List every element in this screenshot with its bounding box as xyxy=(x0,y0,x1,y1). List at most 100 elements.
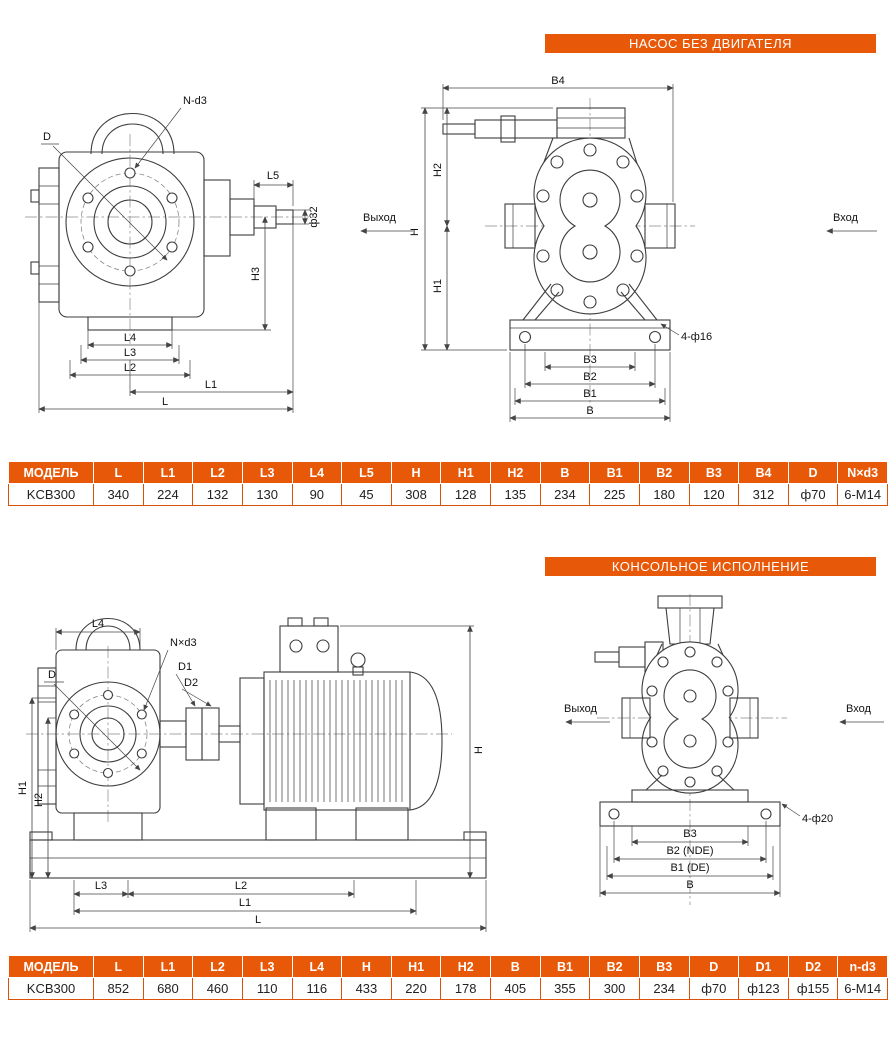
column-header: B xyxy=(539,461,591,484)
dim-label-l1: L1 xyxy=(205,379,217,391)
table-cell: 234 xyxy=(638,977,690,1000)
dim-label-d: D xyxy=(48,669,56,681)
inlet-label: Вход xyxy=(833,212,858,224)
column-header: H xyxy=(341,955,392,978)
table-cell: 120 xyxy=(688,483,740,506)
dim-label-l4: L4 xyxy=(124,332,136,344)
outlet-label: Выход xyxy=(363,212,396,224)
column-header: H xyxy=(390,461,442,484)
dim-label-h1: H1 xyxy=(18,781,29,795)
dim-label-h2: H2 xyxy=(33,793,45,807)
table-cell: 110 xyxy=(241,977,293,1000)
table-cell: 234 xyxy=(539,483,591,506)
column-header: B1 xyxy=(589,461,640,484)
column-header: L4 xyxy=(291,461,343,484)
column-header: N×d3 xyxy=(837,461,888,484)
dimensions: N-d3 D L5 ф32 H3 L4 L3 xyxy=(38,95,320,413)
table-cell: 405 xyxy=(490,977,541,1000)
column-header: L4 xyxy=(291,955,343,978)
section1-banner: НАСОС БЕЗ ДВИГАТЕЛЯ xyxy=(545,34,876,53)
table-cell: ф70 xyxy=(787,483,839,506)
column-header: L1 xyxy=(142,461,194,484)
table-cell: 433 xyxy=(341,977,392,1000)
column-header: L3 xyxy=(241,955,293,978)
pump-body xyxy=(442,107,676,351)
dim-label-l3: L3 xyxy=(95,880,107,892)
dim-label-b2: B2 xyxy=(583,371,596,383)
table-cell: 300 xyxy=(589,977,640,1000)
dim-label-l3: L3 xyxy=(124,347,136,359)
table-cell: 45 xyxy=(341,483,392,506)
dim-label-b1: B1 (DE) xyxy=(670,862,709,874)
dim-label-b: B xyxy=(586,405,593,417)
table-cell: 220 xyxy=(390,977,442,1000)
column-header: L5 xyxy=(341,461,392,484)
motor-unit xyxy=(239,617,443,841)
table-cell: 135 xyxy=(490,483,541,506)
column-header: B4 xyxy=(738,461,789,484)
column-header: L xyxy=(93,461,144,484)
column-header: L2 xyxy=(192,461,243,484)
column-header: D2 xyxy=(787,955,839,978)
column-header: L3 xyxy=(241,461,293,484)
dim-label-phi32: ф32 xyxy=(308,206,320,227)
dim-label-h1: H1 xyxy=(432,279,444,293)
column-header: D xyxy=(688,955,740,978)
table-cell: 225 xyxy=(589,483,640,506)
column-header: n-d3 xyxy=(837,955,888,978)
console-pump-front-view-drawing: Выход Вход 4-ф20 B3 B2 (NDE) B1 (DE) B xyxy=(564,594,884,905)
pump-motor-assembly-drawing: L4 N×d3 D1 D2 D H1 H2 H L3 L2 xyxy=(18,617,487,932)
table-cell: 90 xyxy=(291,483,343,506)
dimensions: Выход Вход 4-ф20 B3 B2 (NDE) B1 (DE) B xyxy=(564,703,884,897)
dim-label-b3: B3 xyxy=(683,828,696,840)
dim-label-l1: L1 xyxy=(239,897,251,909)
dim-label-l5: L5 xyxy=(267,170,279,182)
column-header: МОДЕЛЬ xyxy=(8,461,94,484)
section2-banner: КОНСОЛЬНОЕ ИСПОЛНЕНИЕ xyxy=(545,557,876,576)
column-header: H1 xyxy=(440,461,491,484)
table-cell: 460 xyxy=(192,977,243,1000)
table-cell: ф123 xyxy=(738,977,789,1000)
dim-label-l: L xyxy=(162,396,168,408)
dim-label-b3: B3 xyxy=(583,354,596,366)
column-header: H2 xyxy=(490,461,541,484)
dim-label-l2: L2 xyxy=(235,880,247,892)
dim-label-n-d3: N×d3 xyxy=(170,637,197,649)
column-header: L xyxy=(93,955,144,978)
dim-label-holes: 4-ф16 xyxy=(681,331,712,343)
pump-side-view-drawing: N-d3 D L5 ф32 H3 L4 L3 xyxy=(25,95,320,413)
table-cell: ф155 xyxy=(787,977,839,1000)
dim-label-h3: H3 xyxy=(250,267,262,281)
dim-label-d1: D1 xyxy=(178,661,192,673)
pump-body xyxy=(30,112,294,331)
dim-label-b4: B4 xyxy=(551,75,564,87)
pump-unit xyxy=(37,618,241,841)
table-cell: 128 xyxy=(440,483,491,506)
dim-label-h: H xyxy=(409,228,421,236)
centerlines xyxy=(26,646,452,824)
column-header: B3 xyxy=(638,955,690,978)
outlet-label: Выход xyxy=(564,703,597,715)
table-cell: 852 xyxy=(93,977,144,1000)
table-cell: 308 xyxy=(390,483,442,506)
table-cell: 680 xyxy=(142,977,194,1000)
column-header: B1 xyxy=(539,955,591,978)
table-cell: 178 xyxy=(440,977,491,1000)
pump-body xyxy=(594,595,781,827)
table-cell: 355 xyxy=(539,977,591,1000)
dim-label-holes: 4-ф20 xyxy=(802,813,833,825)
column-header: L1 xyxy=(142,955,194,978)
table-cell: 116 xyxy=(291,977,343,1000)
column-header: H2 xyxy=(440,955,491,978)
column-header: L2 xyxy=(192,955,243,978)
table-cell: 224 xyxy=(142,483,194,506)
column-header: B2 xyxy=(589,955,640,978)
column-header: H1 xyxy=(390,955,442,978)
table-cell: 6-M14 xyxy=(837,977,888,1000)
column-header: МОДЕЛЬ xyxy=(8,955,94,978)
dimensions: B4 H H2 H1 Выход Вход B3 B2 B1 xyxy=(360,75,877,422)
